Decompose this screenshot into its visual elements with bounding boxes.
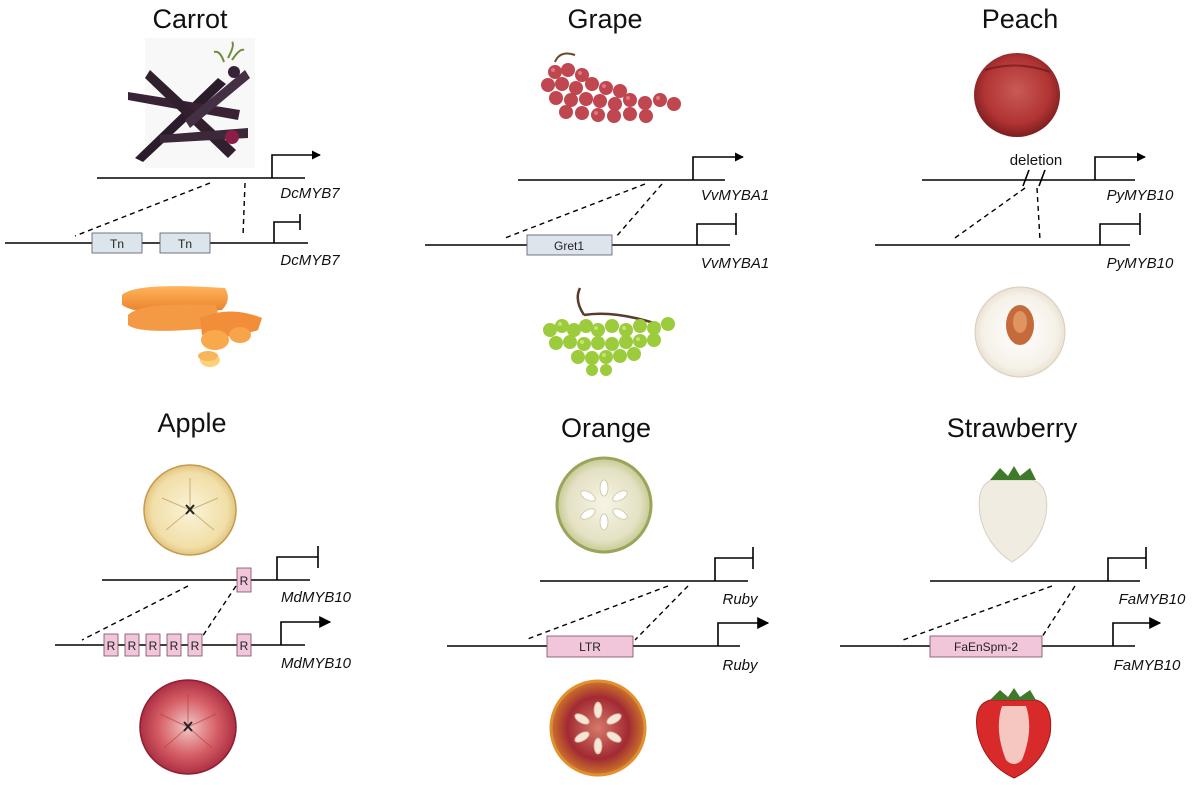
red-strawberry-photo: [976, 688, 1052, 779]
gene-label-top: FaMYB10: [1119, 591, 1186, 608]
ltr-label: LTR: [579, 640, 601, 654]
orange-carrot-photo: [122, 286, 262, 367]
gene-label-top: PyMYB10: [1107, 187, 1174, 204]
repeat-box: [187, 633, 203, 657]
transposon-label: Gret1: [554, 239, 584, 253]
panel-carrot: Carrot DcMYB7 Tn Tn DcMYB7: [5, 4, 340, 367]
blocked-promoter: [273, 221, 300, 243]
insertion-guide-left: [74, 182, 211, 237]
active-promoter-arrow: [717, 617, 770, 646]
panel-title: Apple: [157, 408, 226, 438]
repeat-box: [124, 633, 140, 657]
active-promoter-arrow: [280, 616, 332, 645]
transposon-box: [159, 232, 211, 254]
insertion-guide-right: [199, 585, 237, 641]
gene-label-top: VvMYBA1: [701, 187, 769, 204]
insertion-guide-right: [242, 182, 246, 237]
transposon-label: Tn: [178, 237, 192, 251]
deletion-guide-left: [951, 187, 1026, 241]
active-promoter-arrow: [692, 152, 744, 180]
transposon-box: [929, 635, 1043, 658]
deletion-guide-right: [1036, 187, 1041, 241]
green-grape-photo: [543, 287, 675, 376]
panel-apple: Apple R MdMYB10 R R R R R: [55, 408, 352, 775]
repeat-label: R: [191, 639, 200, 653]
insertion-guide-right: [634, 585, 689, 641]
gene-label-top: DcMYB7: [280, 185, 340, 202]
blocked-promoter: [1099, 223, 1140, 245]
gene-label-bottom: PyMYB10: [1107, 255, 1174, 272]
repeat-label: R: [240, 574, 249, 588]
repeat-label: R: [170, 639, 179, 653]
blocked-promoter: [1107, 557, 1146, 581]
blocked-promoter: [276, 556, 318, 580]
transposon-label: Tn: [110, 237, 124, 251]
repeat-label: R: [240, 639, 249, 653]
panel-peach: Peach deletion PyMYB10 PyMYB10: [875, 4, 1174, 378]
white-apple-photo: [143, 464, 237, 556]
repeat-label: R: [149, 639, 158, 653]
white-strawberry-photo: [978, 466, 1048, 563]
insertion-guide-left: [902, 585, 1053, 641]
transposon-box: [91, 232, 143, 254]
insertion-guide-right: [614, 183, 663, 239]
white-peach-photo: [974, 286, 1066, 378]
repeat-array: R R R R R R: [103, 633, 252, 657]
repeat-label: R: [107, 639, 116, 653]
gene-label-bottom: DcMYB7: [280, 252, 340, 269]
insertion-guide-right: [1039, 585, 1076, 641]
transposon-label: FaEnSpm-2: [954, 640, 1018, 654]
insertion-guide-left: [504, 183, 646, 239]
gene-label-bottom: FaMYB10: [1114, 657, 1181, 674]
insertion-guide-left: [81, 585, 189, 641]
blond-orange-photo: [555, 456, 653, 554]
panel-strawberry: Strawberry FaMYB10 FaEnSpm-2 FaMYB10: [840, 413, 1186, 779]
active-promoter-arrow: [1112, 617, 1162, 646]
transposon-box: [526, 234, 613, 256]
gene-label-top: Ruby: [722, 591, 759, 608]
gene-label-top: MdMYB10: [281, 589, 352, 606]
repeat-label: R: [128, 639, 137, 653]
blocked-promoter: [696, 223, 736, 245]
panel-title: Orange: [561, 413, 651, 443]
red-peach-photo: [974, 53, 1060, 137]
repeat-box: [236, 567, 252, 593]
blocked-promoter: [714, 557, 753, 581]
insertion-guide-left: [524, 585, 669, 641]
deletion-label: deletion: [1010, 152, 1063, 169]
active-promoter-arrow: [271, 150, 321, 178]
panel-title: Strawberry: [947, 413, 1078, 443]
active-promoter-arrow: [1094, 152, 1146, 180]
repeat-box: [236, 633, 252, 657]
ltr-box: [546, 635, 634, 658]
panel-orange: Orange Ruby LTR Ruby: [447, 413, 770, 777]
red-grape-photo: [541, 52, 681, 123]
repeat-box: [103, 633, 119, 657]
gene-label-bottom: MdMYB10: [281, 655, 352, 672]
panel-title: Peach: [982, 4, 1059, 34]
purple-carrot-photo: [128, 38, 255, 168]
blood-orange-photo: [549, 679, 647, 777]
panel-grape: Grape VvMYBA1 Gret1: [425, 4, 769, 376]
deletion-break-mark: [1022, 169, 1030, 187]
gene-label-bottom: VvMYBA1: [701, 255, 769, 272]
gene-label-bottom: Ruby: [722, 657, 759, 674]
repeat-box: [145, 633, 161, 657]
red-flesh-apple-photo: [139, 679, 237, 775]
panel-title: Carrot: [152, 4, 228, 34]
panel-title: Grape: [567, 4, 642, 34]
deletion-break-mark: [1038, 169, 1046, 187]
repeat-box: [166, 633, 182, 657]
